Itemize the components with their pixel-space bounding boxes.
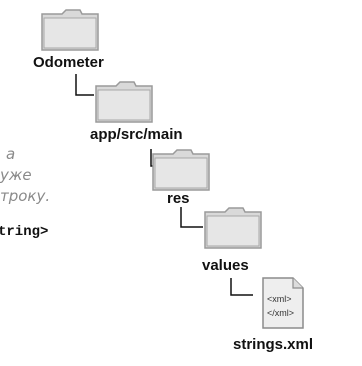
folder-icon [151, 148, 211, 197]
side-note-line-2: уже [0, 166, 32, 184]
xml-open-tag: <xml> [267, 294, 292, 304]
side-note-line-3: троку. [0, 187, 51, 205]
folder-icon [94, 80, 154, 129]
file-label-strings-xml: strings.xml [233, 336, 314, 353]
code-fragment: tring> [0, 224, 49, 240]
xml-file-icon: <xml> </xml> [253, 275, 309, 336]
xml-close-tag: </xml> [267, 308, 294, 318]
folder-label-app-src-main: app/src/main [90, 126, 183, 143]
folder-icon [203, 206, 263, 255]
folder-label-res: res [167, 190, 190, 207]
folder-label-odometer: Odometer [33, 54, 104, 71]
folder-label-values: values [202, 257, 249, 274]
side-note-line-1: a [6, 145, 16, 163]
folder-icon [40, 8, 100, 57]
